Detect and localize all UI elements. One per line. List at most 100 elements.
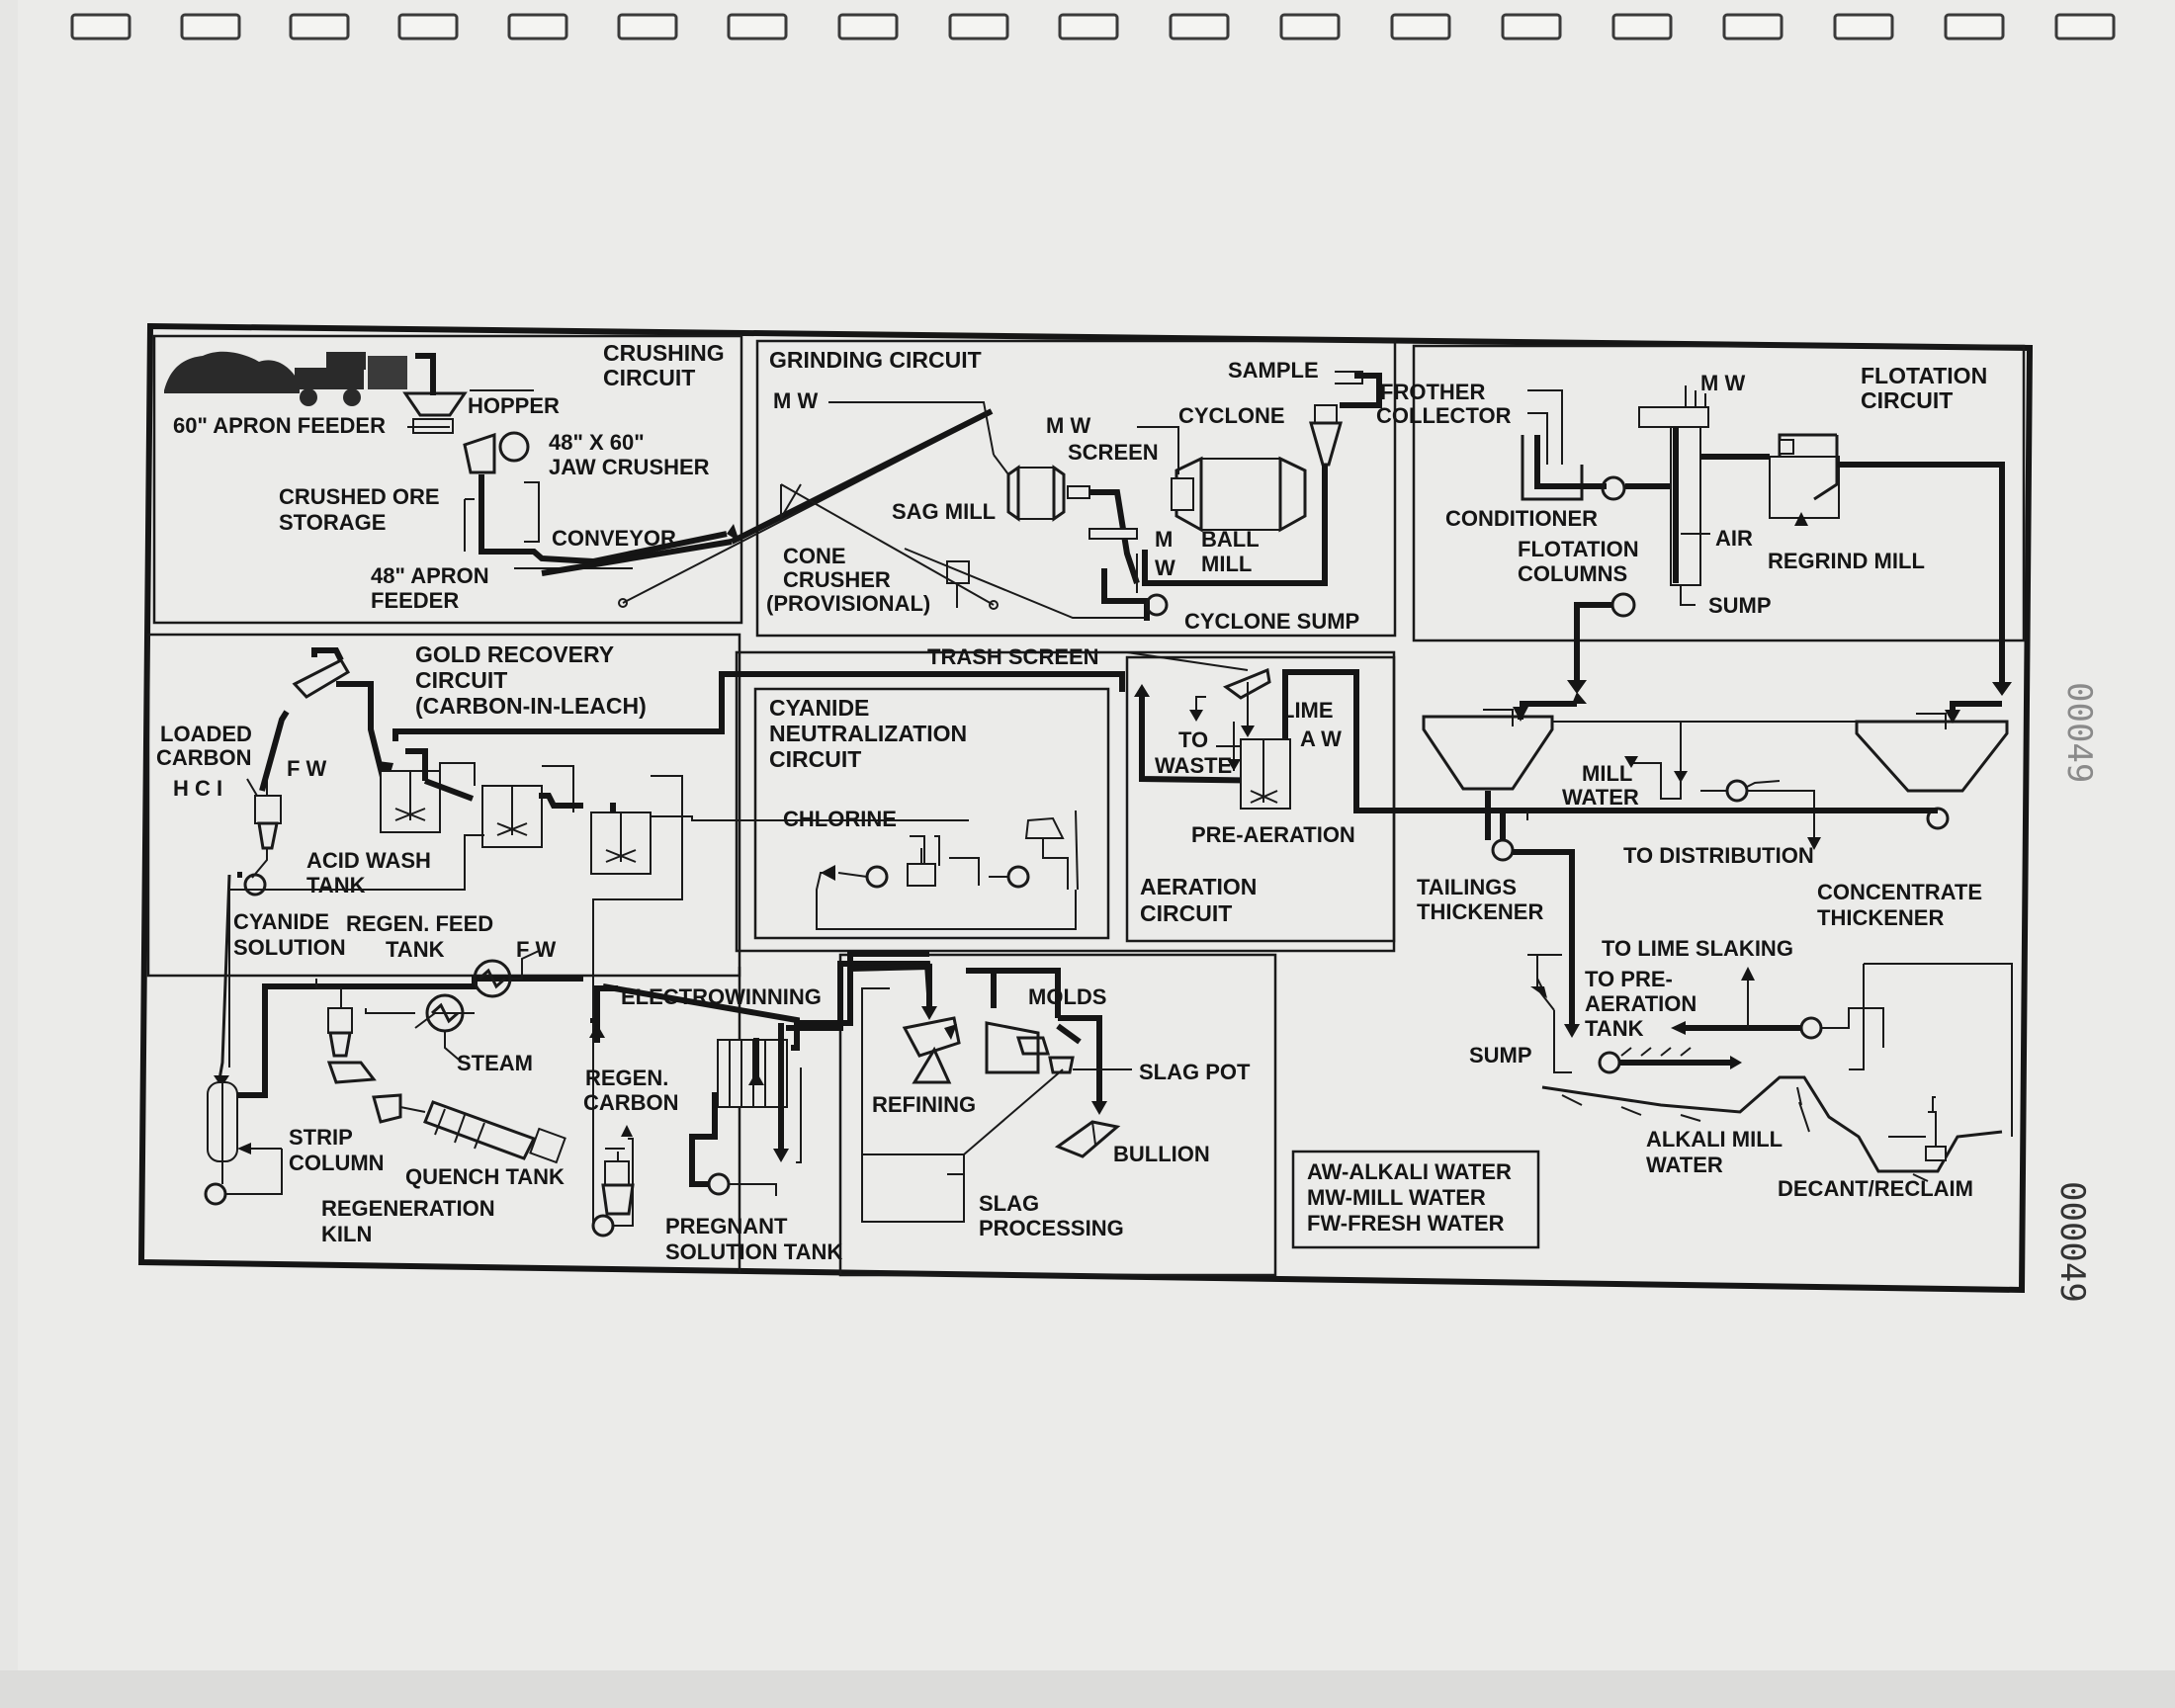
- label-to-pre-aeration-1: TO PRE-: [1585, 967, 1673, 991]
- refining-equipment: [849, 963, 1132, 1223]
- flotation-equipment: [1521, 385, 2012, 696]
- label-sump-tailings: SUMP: [1469, 1043, 1532, 1068]
- label-m: M: [1155, 527, 1173, 552]
- label-ball-mill-2: MILL: [1201, 552, 1252, 576]
- gold-recovery-title-1: GOLD RECOVERY: [415, 641, 614, 667]
- grinding-equipment: [780, 371, 1382, 621]
- tailings-equipment: [1356, 692, 2013, 1182]
- legend: AW-ALKALI WATER MW-MILL WATER FW-FRESH W…: [1307, 1159, 1512, 1236]
- label-strip-column-2: COLUMN: [289, 1151, 385, 1175]
- label-cyclone: CYCLONE: [1178, 403, 1285, 428]
- label-slag-pot: SLAG POT: [1139, 1060, 1251, 1084]
- label-fw: F W: [287, 756, 327, 781]
- document-number: 000049: [2052, 1181, 2092, 1303]
- binder-holes: [70, 13, 2116, 41]
- label-mw-grinding: M W: [773, 388, 818, 413]
- label-aw: A W: [1300, 726, 1342, 751]
- label-cone-crusher-1: CONE: [783, 544, 846, 568]
- label-lime: LIME: [1281, 698, 1334, 723]
- label-quench-tank: QUENCH TANK: [405, 1164, 565, 1189]
- cyanide-title-1: CYANIDE: [769, 695, 869, 721]
- label-alkali-mill-water-2: WATER: [1646, 1153, 1723, 1177]
- label-cone-crusher-3: (PROVISIONAL): [766, 591, 930, 616]
- label-acid-wash-2: TANK: [306, 873, 366, 897]
- cyanide-equipment: [816, 810, 1079, 930]
- label-bullion: BULLION: [1113, 1142, 1210, 1166]
- label-sag-mill: SAG MILL: [892, 499, 996, 524]
- section-panes: [146, 334, 2026, 1277]
- label-cyanide-solution-2: SOLUTION: [233, 935, 346, 960]
- label-cyanide-solution-1: CYANIDE: [233, 909, 329, 934]
- label-loaded-carbon-2: CARBON: [156, 745, 252, 770]
- label-slag-processing-1: SLAG: [979, 1191, 1039, 1216]
- label-to-pre-aeration-2: AERATION: [1585, 991, 1696, 1016]
- regeneration-kiln-icon: [326, 1061, 566, 1164]
- sag-mill-icon: [1006, 465, 1090, 522]
- label-crushed-ore-storage-1: CRUSHED ORE: [279, 484, 440, 509]
- label-conditioner: CONDITIONER: [1445, 506, 1598, 531]
- label-to-pre-aeration-3: TANK: [1585, 1016, 1644, 1041]
- label-regrind-mill: REGRIND MILL: [1768, 549, 1925, 573]
- scanner-edge: [0, 1670, 2175, 1708]
- haul-truck-icon: [295, 352, 407, 406]
- label-regen-feed-2: TANK: [386, 937, 445, 962]
- label-collector: COLLECTOR: [1376, 403, 1512, 428]
- label-jaw-crusher-2: JAW CRUSHER: [549, 455, 710, 479]
- label-fw-2: F W: [516, 937, 557, 962]
- label-regeneration-kiln-2: KILN: [321, 1222, 372, 1246]
- label-decant-reclaim: DECANT/RECLAIM: [1778, 1176, 1973, 1201]
- label-screen: SCREEN: [1068, 440, 1159, 465]
- label-air: AIR: [1715, 526, 1753, 551]
- label-mw-screen: M W: [1046, 413, 1090, 438]
- label-molds: MOLDS: [1028, 984, 1106, 1009]
- diagram-frame: [137, 322, 2034, 1294]
- cyclone-icon: [1309, 404, 1343, 467]
- label-tailings-thickener-2: THICKENER: [1417, 899, 1543, 924]
- label-to-lime-slaking: TO LIME SLAKING: [1602, 936, 1793, 961]
- label-pre-aeration: PRE-AERATION: [1191, 822, 1355, 847]
- legend-item-aw: AW-ALKALI WATER: [1307, 1159, 1512, 1184]
- label-trash-screen: TRASH SCREEN: [927, 644, 1099, 669]
- label-chlorine: CHLORINE: [783, 807, 897, 831]
- labels: CRUSHING CIRCUIT 60" APRON FEEDER HOPPER…: [156, 340, 1987, 1264]
- label-apron-feeder-48-2: FEEDER: [371, 588, 459, 613]
- label-hopper: HOPPER: [468, 393, 560, 418]
- label-w: W: [1155, 555, 1175, 580]
- grinding-circuit-title: GRINDING CIRCUIT: [769, 347, 982, 373]
- label-loaded-carbon-1: LOADED: [160, 722, 252, 746]
- faint-page-mark: 00049: [2059, 682, 2099, 783]
- cyanide-title-3: CIRCUIT: [769, 746, 861, 772]
- gold-recovery-title-2: CIRCUIT: [415, 667, 507, 693]
- label-concentrate-thickener-2: THICKENER: [1817, 905, 1944, 930]
- label-apron-feeder-48-1: 48" APRON: [371, 563, 489, 588]
- label-conveyor: CONVEYOR: [552, 526, 676, 551]
- label-regen-feed-1: REGEN. FEED: [346, 911, 493, 936]
- label-regen-carbon-1: REGEN.: [585, 1066, 668, 1090]
- aeration-title-1: AERATION: [1140, 874, 1257, 899]
- aeration-title-2: CIRCUIT: [1140, 900, 1232, 926]
- label-concentrate-thickener-1: CONCENTRATE: [1817, 880, 1982, 904]
- label-crushed-ore-storage-2: STORAGE: [279, 510, 386, 535]
- label-acid-wash-1: ACID WASH: [306, 848, 431, 873]
- label-mill-water-1: MILL: [1582, 761, 1632, 786]
- label-alkali-mill-water-1: ALKALI MILL: [1646, 1127, 1783, 1152]
- aeration-equipment: [1126, 651, 1522, 813]
- ball-mill-icon: [1171, 456, 1307, 533]
- label-electrowinning: ELECTROWINNING: [621, 984, 822, 1009]
- flotation-circuit-title-1: FLOTATION: [1861, 363, 1987, 388]
- label-slag-processing-2: PROCESSING: [979, 1216, 1124, 1240]
- cyanide-title-2: NEUTRALIZATION: [769, 721, 967, 746]
- label-mw-flotation: M W: [1700, 371, 1745, 395]
- label-sump-flotation: SUMP: [1708, 593, 1772, 618]
- label-apron-feeder-60: 60" APRON FEEDER: [173, 413, 386, 438]
- crushing-equipment: [164, 351, 994, 608]
- label-hcl: H C I: [173, 776, 222, 801]
- label-ball-mill-1: BALL: [1201, 527, 1260, 552]
- label-cone-crusher-2: CRUSHER: [783, 567, 891, 592]
- gold-recovery-title-3: (CARBON-IN-LEACH): [415, 693, 647, 719]
- ore-pile-icon: [164, 351, 300, 393]
- label-regeneration-kiln-1: REGENERATION: [321, 1196, 495, 1221]
- label-to-distribution: TO DISTRIBUTION: [1623, 843, 1814, 868]
- label-regen-carbon-2: CARBON: [583, 1090, 679, 1115]
